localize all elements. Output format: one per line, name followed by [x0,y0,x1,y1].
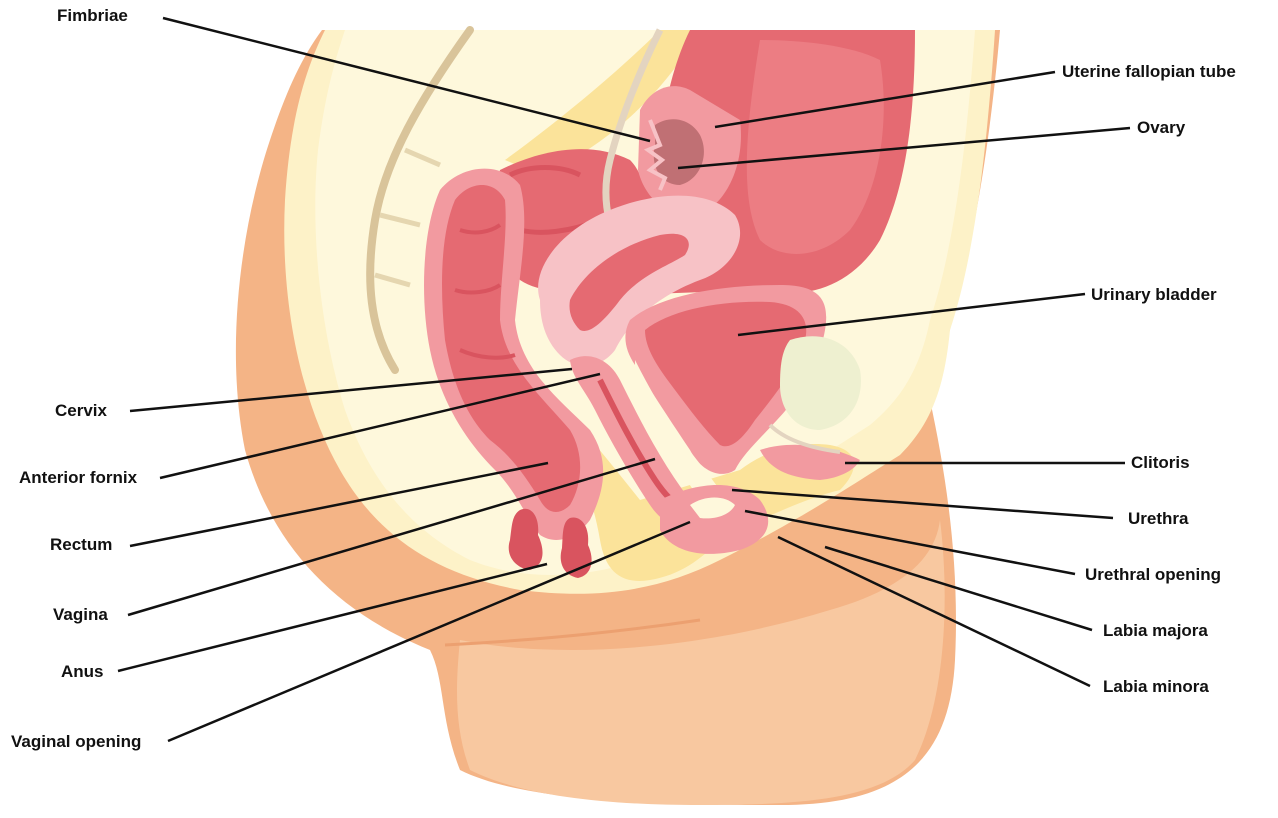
label-urethral-opening: Urethral opening [1085,565,1221,585]
label-uterine-fallopian-tube: Uterine fallopian tube [1062,62,1236,82]
leader-rectum [130,463,548,546]
leader-fimbriae [163,18,650,141]
label-urinary-bladder: Urinary bladder [1091,285,1217,305]
leader-urinary-bladder [738,294,1085,335]
label-fimbriae: Fimbriae [57,6,128,26]
leader-ovary [678,128,1130,168]
label-cervix: Cervix [55,401,107,421]
leader-vagina [128,459,655,615]
leader-urethral-opening [745,511,1075,574]
label-rectum: Rectum [50,535,112,555]
leader-labia-minora [778,537,1090,686]
leader-vaginal-opening [168,522,690,741]
label-anterior-fornix: Anterior fornix [19,468,137,488]
leader-anus [118,564,547,671]
label-vagina: Vagina [53,605,108,625]
leader-urethra [732,490,1113,518]
label-anus: Anus [61,662,104,682]
label-clitoris: Clitoris [1131,453,1190,473]
label-vaginal-opening: Vaginal opening [11,732,141,752]
label-labia-minora: Labia minora [1103,677,1209,697]
label-labia-majora: Labia majora [1103,621,1208,641]
label-ovary: Ovary [1137,118,1185,138]
label-urethra: Urethra [1128,509,1188,529]
leader-labia-majora [825,547,1092,630]
leader-anterior-fornix [160,374,600,478]
leader-cervix [130,369,572,411]
leader-uterine-tube [715,72,1055,127]
